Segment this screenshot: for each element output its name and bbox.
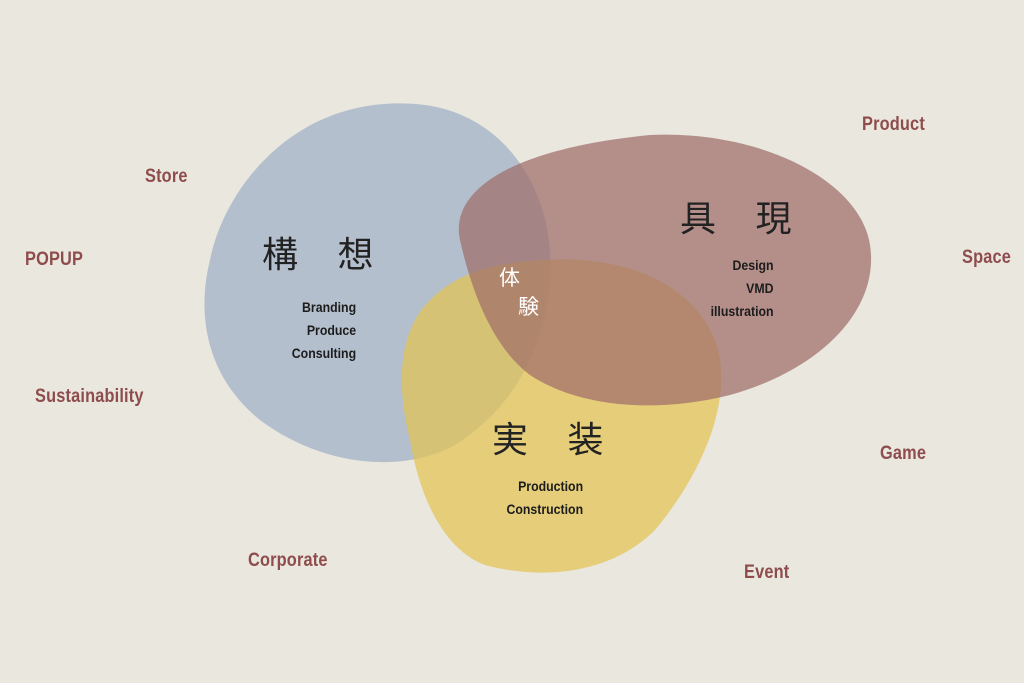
label-game: Game bbox=[880, 443, 927, 464]
blob-gugen bbox=[458, 134, 872, 406]
title-jissou: 実 装 bbox=[492, 420, 618, 461]
item-branding: Branding bbox=[301, 299, 356, 315]
label-sustainability: Sustainability bbox=[35, 386, 144, 407]
item-design: Design bbox=[732, 257, 774, 273]
center-char-2: 験 bbox=[518, 295, 539, 319]
item-consulting: Consulting bbox=[291, 345, 356, 361]
item-produce: Produce bbox=[306, 322, 356, 338]
label-store: Store bbox=[145, 166, 188, 187]
label-popup: POPUP bbox=[25, 249, 84, 270]
title-gugen: 具 現 bbox=[680, 199, 806, 240]
label-corporate: Corporate bbox=[248, 550, 328, 571]
label-product: Product bbox=[862, 114, 925, 135]
title-kousou: 構 想 bbox=[262, 235, 388, 276]
list-gugen: Design VMD illustration bbox=[711, 254, 774, 323]
list-jissou: Production Construction bbox=[506, 475, 583, 521]
center-char-1: 体 bbox=[499, 266, 520, 290]
list-kousou: Branding Produce Consulting bbox=[292, 296, 356, 365]
item-production: Production bbox=[517, 478, 583, 494]
label-event: Event bbox=[744, 562, 790, 583]
item-illustration: illustration bbox=[711, 303, 774, 319]
label-space: Space bbox=[962, 247, 1012, 268]
item-construction: Construction bbox=[506, 501, 583, 517]
item-vmd: VMD bbox=[746, 280, 774, 296]
